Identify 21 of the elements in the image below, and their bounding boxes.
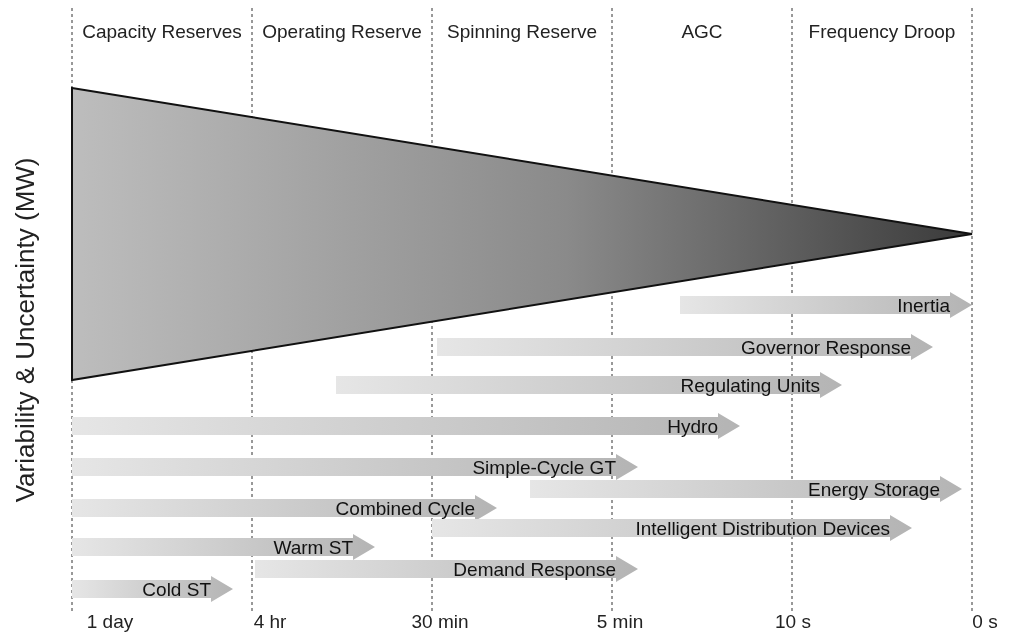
time-tick-label: 4 hr: [252, 610, 288, 634]
arrow-bar: Hydro: [72, 413, 740, 439]
arrow-bar: Governor Response: [437, 334, 933, 360]
column-heading: Capacity Reserves: [81, 20, 243, 44]
arrow-bar: Simple-Cycle GT: [72, 454, 638, 480]
time-tick-label: 5 min: [595, 610, 645, 634]
column-heading: Frequency Droop: [807, 20, 957, 44]
axis-title: Variability & Uncertainty (MW): [9, 156, 42, 505]
time-tick-label: 30 min: [410, 610, 470, 634]
arrow-bar: Combined Cycle: [72, 495, 497, 521]
arrow-bar: Regulating Units: [336, 372, 842, 398]
time-tick-label: 1 day: [85, 610, 135, 634]
time-tick-label: 0 s: [971, 610, 999, 634]
arrow-bar: Inertia: [680, 292, 972, 318]
column-heading: AGC: [680, 20, 724, 44]
column-heading: Operating Reserve: [261, 20, 423, 44]
arrow-bar: Cold ST: [72, 576, 233, 602]
arrow-bar: Demand Response: [255, 556, 638, 582]
arrow-bar: Warm ST: [72, 534, 375, 560]
column-heading: Spinning Reserve: [446, 20, 598, 44]
time-tick-label: 10 s: [774, 610, 812, 634]
